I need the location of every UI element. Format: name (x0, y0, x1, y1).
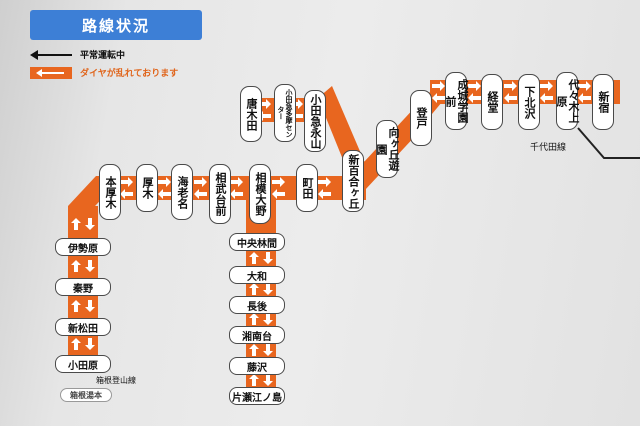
station-katase-enoshima[interactable]: 片瀬江ノ島 (229, 387, 285, 405)
station-sagami-ono[interactable]: 相模大野 (249, 164, 271, 224)
direction-arrow (120, 177, 133, 187)
station-shonandai[interactable]: 湘南台 (229, 326, 285, 344)
direction-arrow (578, 93, 591, 103)
direction-arrow (249, 252, 259, 264)
direction-arrow (468, 81, 481, 91)
station-yoyogi-uehara[interactable]: 代々木上原 (555, 72, 580, 130)
station-odakyu-nagayama[interactable]: 小田急永山 (304, 90, 326, 152)
delay-arrow-icon (30, 66, 72, 79)
chiyoda-line-label: 千代田線 (530, 143, 567, 153)
legend-normal: 平常運転中 (30, 48, 125, 61)
direction-arrow (263, 283, 273, 295)
station-shinjuku[interactable]: 新宿 (592, 74, 614, 130)
direction-arrow (540, 81, 553, 91)
direction-arrow (318, 177, 331, 187)
hakone-tozan-line-label: 箱根登山線 (96, 376, 136, 385)
direction-arrow (504, 93, 517, 103)
direction-arrow (249, 313, 259, 325)
station-seijogakuen-mae[interactable]: 成城学園前 (444, 72, 469, 130)
direction-arrow (249, 283, 259, 295)
direction-arrow (272, 177, 285, 187)
station-atsugi[interactable]: 厚木 (136, 164, 158, 212)
direction-arrow (249, 344, 259, 356)
direction-arrow (85, 260, 95, 272)
legend-normal-label: 平常運転中 (80, 51, 126, 61)
direction-arrow (290, 99, 303, 109)
direction-arrow (120, 189, 133, 199)
station-shinyurigaoka[interactable]: 新百合ヶ丘 (342, 150, 364, 212)
direction-arrow (230, 189, 243, 199)
station-chogo[interactable]: 長後 (229, 296, 285, 314)
direction-arrow (263, 313, 273, 325)
direction-arrow (85, 338, 95, 350)
direction-arrow (432, 81, 445, 91)
station-noborito[interactable]: 登戸 (410, 90, 432, 146)
station-odakyu-tama-center[interactable]: 小田急多摩センター (274, 84, 296, 142)
direction-arrow (468, 93, 481, 103)
direction-arrow (504, 81, 517, 91)
station-machida[interactable]: 町田 (296, 164, 318, 212)
direction-arrow (263, 252, 273, 264)
direction-arrow (272, 189, 285, 199)
direction-arrow (230, 177, 243, 187)
direction-arrow (71, 300, 81, 312)
direction-arrow (71, 260, 81, 272)
direction-arrow (158, 189, 171, 199)
direction-arrow (194, 189, 207, 199)
direction-arrow (194, 177, 207, 187)
direction-arrow (540, 93, 553, 103)
direction-arrow (71, 218, 81, 230)
station-hon-atsugi[interactable]: 本厚木 (99, 164, 121, 220)
station-odawara[interactable]: 小田原 (55, 355, 111, 373)
direction-arrow (263, 344, 273, 356)
station-hadano[interactable]: 秦野 (55, 278, 111, 296)
station-shimokitazawa[interactable]: 下北沢 (518, 74, 540, 130)
direction-arrow (258, 99, 271, 109)
direction-arrow (432, 93, 445, 103)
station-ebina[interactable]: 海老名 (171, 164, 193, 220)
station-mukogaoka-yuen[interactable]: 向ヶ丘遊園 (375, 120, 400, 178)
station-chuo-rinkan[interactable]: 中央林間 (229, 233, 285, 251)
station-kyodo[interactable]: 経堂 (481, 74, 503, 130)
legend-delay: ダイヤが乱れております (30, 66, 178, 79)
station-yamato[interactable]: 大和 (229, 266, 285, 284)
direction-arrow (578, 81, 591, 91)
direction-arrow (158, 177, 171, 187)
direction-arrow (318, 189, 331, 199)
delay-track (68, 80, 620, 398)
normal-arrow-icon (30, 49, 72, 61)
page-title: 路線状況 (30, 10, 202, 40)
legend-delay-label: ダイヤが乱れております (80, 69, 179, 79)
station-fujisawa[interactable]: 藤沢 (229, 357, 285, 375)
station-hakone-yumoto[interactable]: 箱根湯本 (60, 388, 112, 402)
station-sobudaimae[interactable]: 相武台前 (209, 164, 231, 224)
direction-arrow (85, 300, 95, 312)
chiyoda-line-link (577, 127, 640, 159)
station-shin-matsuda[interactable]: 新松田 (55, 318, 111, 336)
station-isehara[interactable]: 伊勢原 (55, 238, 111, 256)
direction-arrow (249, 374, 259, 386)
direction-arrow (263, 374, 273, 386)
station-karakida[interactable]: 唐木田 (240, 86, 262, 142)
direction-arrow (71, 338, 81, 350)
direction-arrow (85, 218, 95, 230)
